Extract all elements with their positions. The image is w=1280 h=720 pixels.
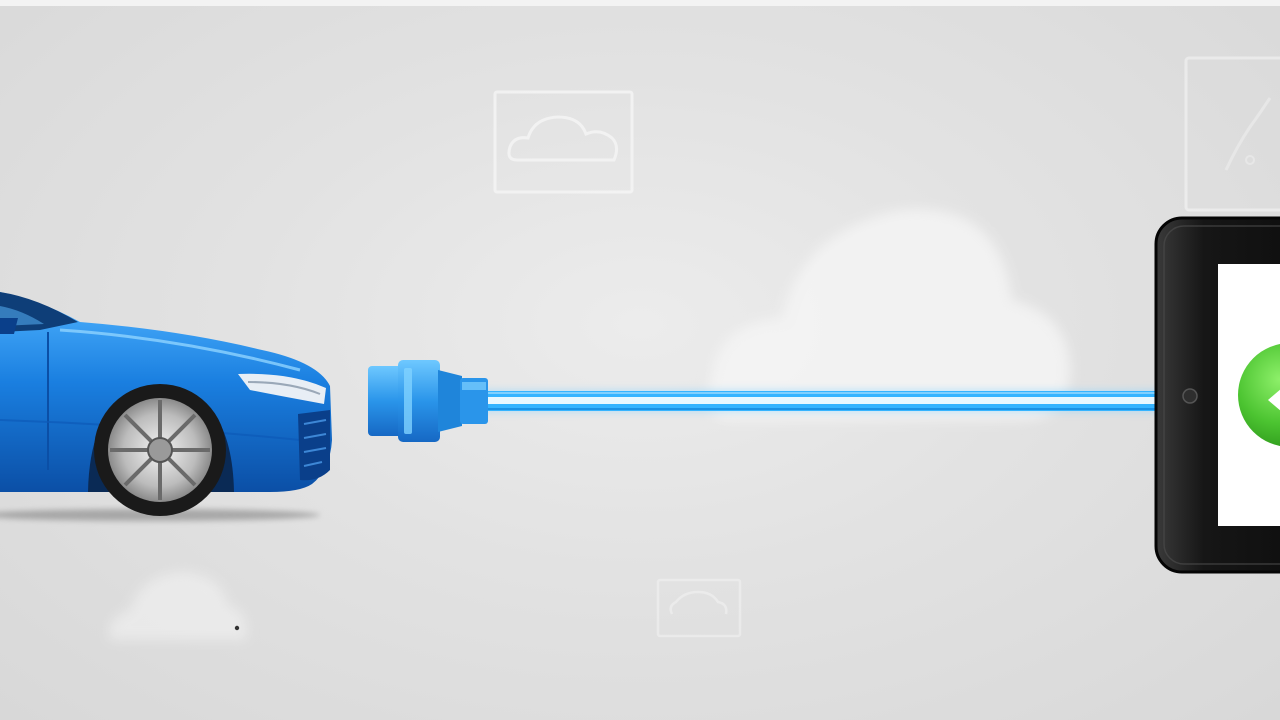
car-icon [0,292,332,521]
tablet-home-button [1182,388,1198,404]
cloud-icon [108,572,247,640]
top-highlight [0,0,1280,6]
cloud-card-icon [493,90,634,194]
cable-line [480,390,1160,412]
cable-card-icon [1184,56,1280,212]
check-arrow-icon [1238,343,1280,447]
cloud-icon [708,209,1070,420]
speck [234,625,240,631]
cloud-card-icon [656,578,742,638]
tablet-icon [1154,216,1280,574]
connector-plug-icon [368,360,488,442]
